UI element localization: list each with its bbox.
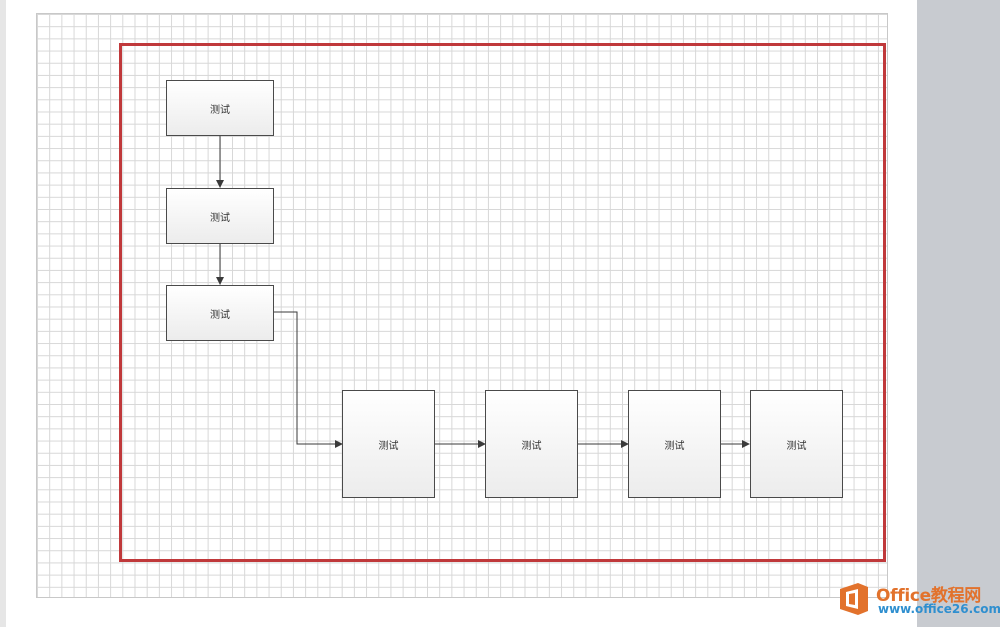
site-watermark: Office教程网 www.office26.com	[836, 578, 1000, 620]
workspace-left-edge	[0, 0, 6, 627]
process-box-5[interactable]: 测试	[485, 390, 578, 498]
process-box-3[interactable]: 测试	[166, 285, 274, 341]
watermark-url: www.office26.com	[878, 602, 1000, 616]
process-box-label: 测试	[664, 440, 685, 452]
process-box-label: 测试	[378, 440, 399, 452]
process-box-label: 测试	[521, 440, 542, 452]
process-box-6[interactable]: 测试	[628, 390, 721, 498]
process-box-2[interactable]: 测试	[166, 188, 274, 244]
process-box-7[interactable]: 测试	[750, 390, 843, 498]
process-box-label: 测试	[786, 440, 807, 452]
highlight-frame	[119, 43, 886, 562]
process-box-label: 测试	[210, 104, 230, 116]
process-box-4[interactable]: 测试	[342, 390, 435, 498]
process-box-1[interactable]: 测试	[166, 80, 274, 136]
workspace-background	[917, 0, 1000, 627]
process-box-label: 测试	[210, 212, 230, 224]
process-box-label: 测试	[210, 309, 230, 321]
office-logo-icon	[840, 583, 868, 615]
watermark-title: Office教程网	[876, 586, 981, 606]
